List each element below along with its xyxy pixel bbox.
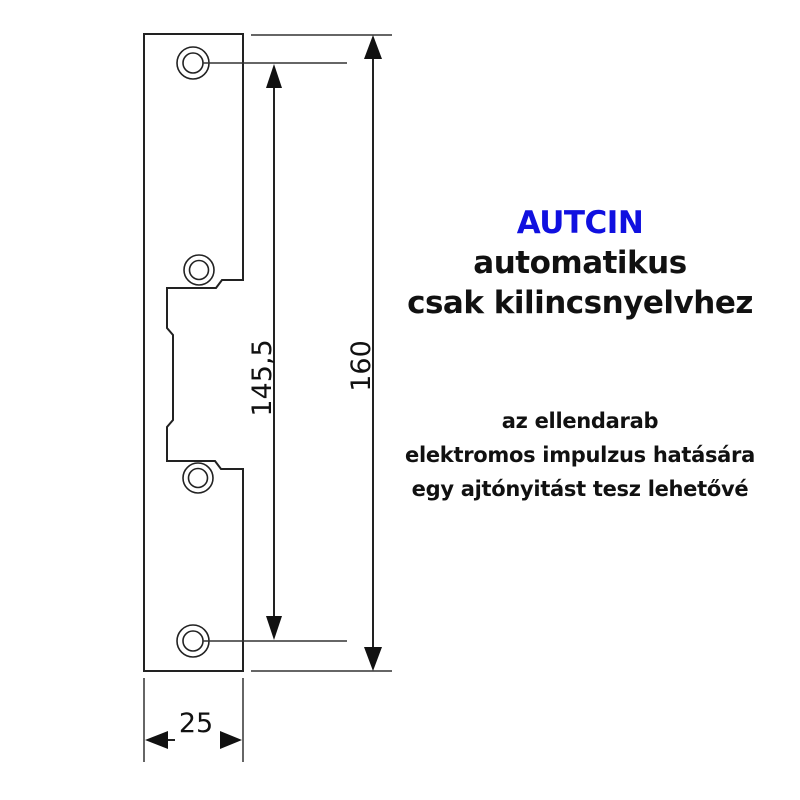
description-line-1: az ellendarab (501, 409, 659, 433)
dimension-hole-spacing: 145,5 (247, 64, 282, 640)
dimension-total-height: 160 (346, 35, 382, 671)
description-line-2: elektromos impulzus hatására (405, 443, 755, 467)
product-mode: automatikus (473, 245, 687, 281)
mounting-hole-lower-middle (182, 462, 214, 494)
plate-outline (143, 33, 244, 672)
description-line-3: egy ajtónyitást tesz lehetővé (411, 477, 749, 501)
extension-lines (143, 34, 392, 762)
product-description: az ellendarab elektromos impulzus hatásá… (360, 404, 800, 506)
product-usage: csak kilincsnyelvhez (407, 285, 753, 321)
product-name: AUTCIN (516, 205, 644, 241)
product-title-block: AUTCIN automatikus csak kilincsnyelvhez (360, 203, 800, 323)
dimension-label-160: 160 (346, 340, 377, 392)
dimension-width: 25 (145, 708, 242, 749)
dimension-label-25: 25 (179, 708, 213, 739)
mounting-hole-upper-middle (183, 254, 215, 286)
dimension-label-145-5: 145,5 (247, 339, 278, 416)
